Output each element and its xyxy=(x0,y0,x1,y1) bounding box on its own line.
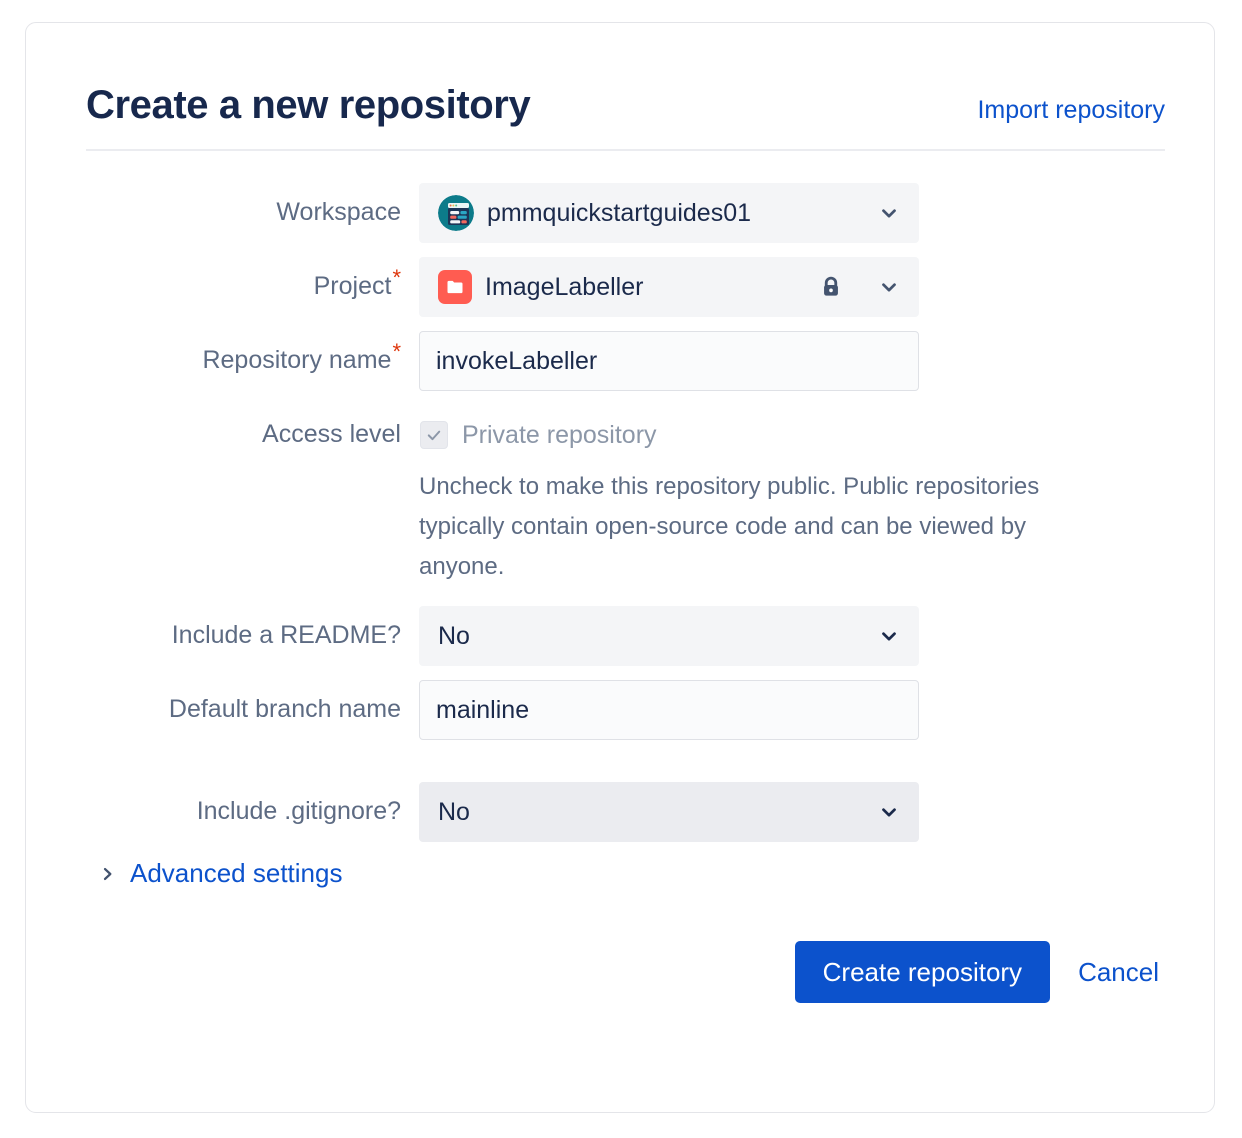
workspace-row: Workspace xyxy=(86,183,1187,243)
required-asterisk: * xyxy=(392,264,401,290)
page-title: Create a new repository xyxy=(86,83,531,127)
workspace-avatar-icon xyxy=(438,195,474,231)
create-repository-form: Workspace xyxy=(86,183,1187,889)
workspace-value: pmmquickstartguides01 xyxy=(487,198,752,227)
access-level-row: Access level Private repository Uncheck … xyxy=(86,405,1187,592)
include-gitignore-label: Include .gitignore? xyxy=(196,797,401,826)
chevron-down-icon xyxy=(878,276,900,298)
card-header: Create a new repository Import repositor… xyxy=(86,83,1165,151)
repository-name-row: Repository name* xyxy=(86,331,1187,391)
repository-name-input[interactable] xyxy=(419,331,919,391)
include-readme-value: No xyxy=(438,621,470,650)
advanced-settings-toggle[interactable]: Advanced settings xyxy=(99,858,342,889)
chevron-down-icon xyxy=(878,202,900,224)
folder-icon xyxy=(438,270,472,304)
project-row: Project* ImageLabeller xyxy=(86,257,1187,317)
include-gitignore-value: No xyxy=(438,797,470,826)
create-repository-button[interactable]: Create repository xyxy=(794,941,1051,1004)
include-readme-row: Include a README? No xyxy=(86,606,1187,667)
private-repository-label: Private repository xyxy=(462,420,657,449)
cancel-button[interactable]: Cancel xyxy=(1072,957,1165,988)
access-level-label: Access level xyxy=(262,420,401,448)
advanced-settings-label: Advanced settings xyxy=(130,858,343,889)
private-repository-checkbox-row[interactable]: Private repository xyxy=(419,405,1187,465)
chevron-down-icon xyxy=(878,625,900,647)
include-gitignore-select[interactable]: No xyxy=(419,782,919,843)
access-level-help-text: Uncheck to make this repository public. … xyxy=(419,473,1040,580)
default-branch-label: Default branch name xyxy=(168,695,401,724)
private-repository-checkbox[interactable] xyxy=(420,421,448,449)
form-footer: Create repository Cancel xyxy=(86,941,1165,1004)
chevron-down-icon xyxy=(878,801,900,823)
repository-name-label: Repository name* xyxy=(202,338,401,374)
include-readme-select[interactable]: No xyxy=(419,606,919,667)
required-asterisk: * xyxy=(392,338,401,364)
project-value: ImageLabeller xyxy=(485,272,644,301)
default-branch-input[interactable] xyxy=(419,680,919,741)
workspace-select[interactable]: pmmquickstartguides01 xyxy=(419,183,919,243)
lock-icon xyxy=(818,274,844,300)
include-readme-label: Include a README? xyxy=(171,621,401,650)
project-label: Project* xyxy=(313,264,401,300)
check-icon xyxy=(427,430,441,441)
chevron-right-icon xyxy=(99,864,116,884)
workspace-label: Workspace xyxy=(276,198,401,226)
include-gitignore-row: Include .gitignore? No xyxy=(86,782,1187,843)
import-repository-link[interactable]: Import repository xyxy=(977,96,1165,124)
create-repository-card: Create a new repository Import repositor… xyxy=(25,22,1215,1113)
default-branch-row: Default branch name xyxy=(86,680,1187,741)
project-select[interactable]: ImageLabeller xyxy=(419,257,919,317)
